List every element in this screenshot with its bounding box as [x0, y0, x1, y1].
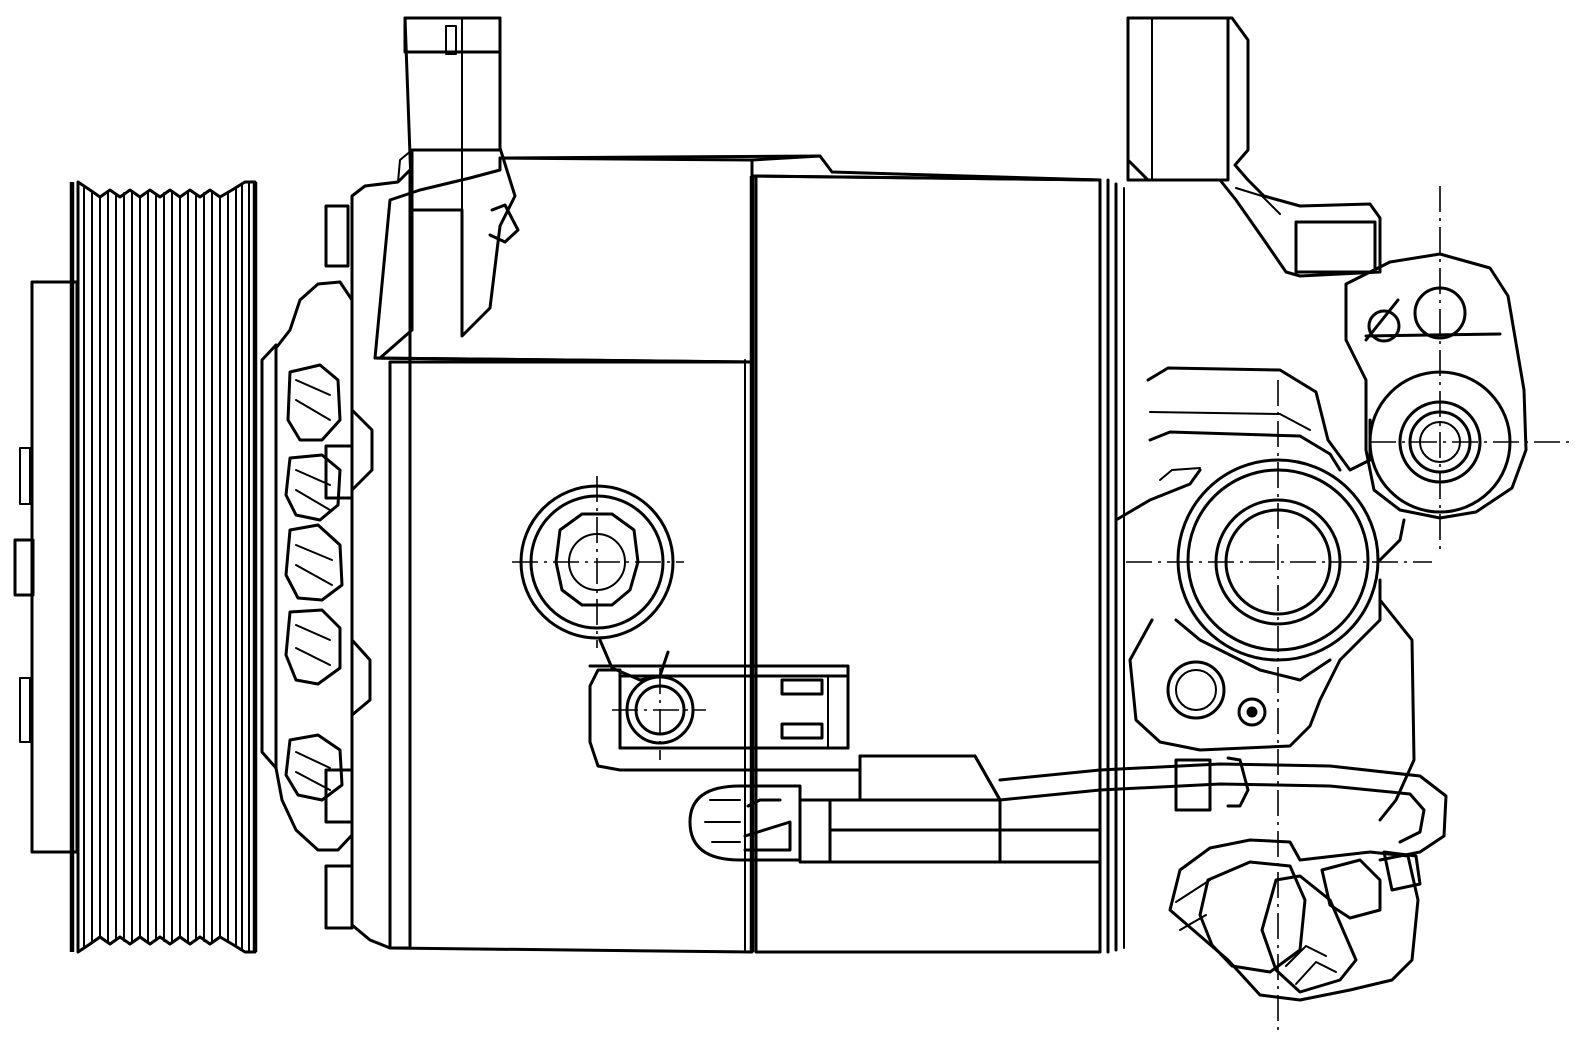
- rear-mounting-ear: [1126, 16, 1382, 278]
- center-lines: [512, 186, 1570, 1030]
- drive-pulley: [69, 180, 258, 954]
- clutch-plate: [13, 280, 79, 854]
- front-head: [260, 280, 374, 852]
- front-mounting-ear: [378, 16, 520, 360]
- control-valve-bracket: [588, 664, 862, 772]
- main-port-fitting: [1166, 458, 1380, 727]
- rear-manifold: [1114, 252, 1528, 822]
- wire-harness: [688, 754, 1448, 864]
- front-head-bolts: [324, 204, 354, 930]
- electrical-connector: [1168, 838, 1422, 1002]
- compressor-housing: [350, 154, 1125, 954]
